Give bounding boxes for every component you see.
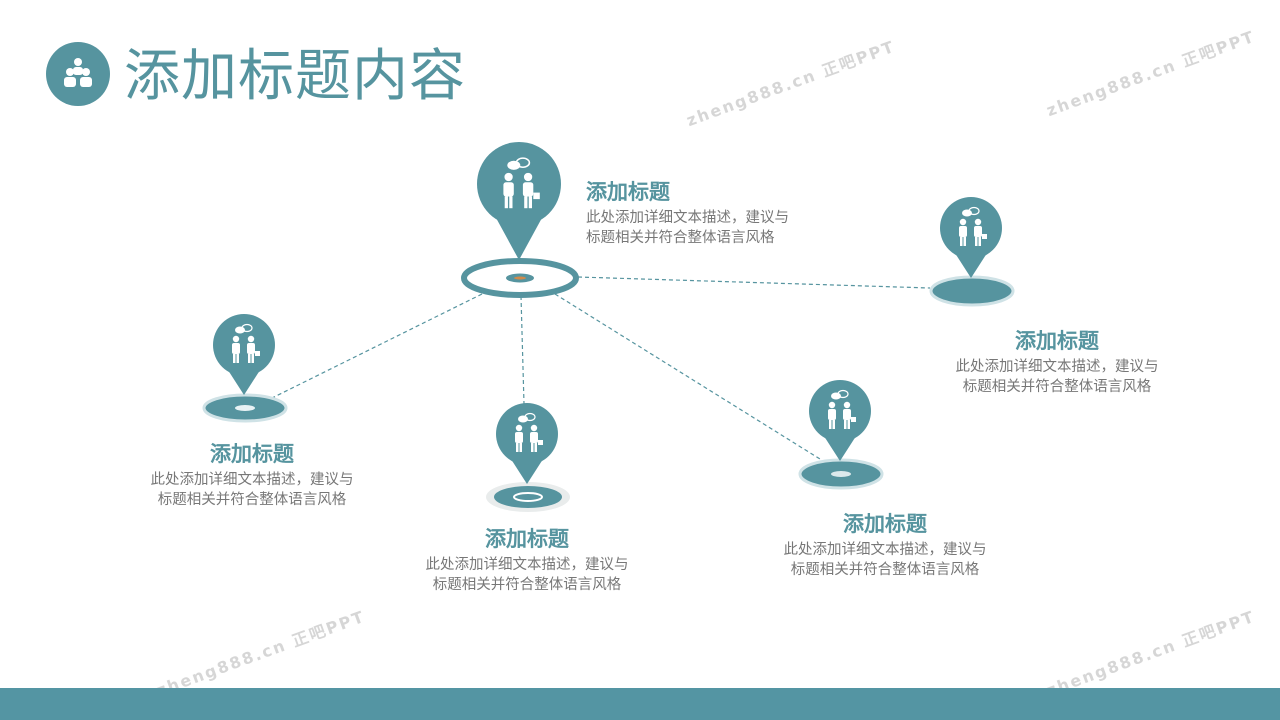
pin-bottom-middle [486, 403, 570, 512]
item-desc-line1: 此处添加详细文本描述，建议与 [955, 359, 1159, 375]
item-title: 添加标题 [1015, 328, 1099, 353]
pin-right [929, 197, 1015, 307]
text-block-bottom-middle: 添加标题 此处添加详细文本描述，建议与 标题相关并符合整体语言风格 [426, 525, 629, 595]
text-block-bottom-right: 添加标题 此处添加详细文本描述，建议与 标题相关并符合整体语言风格 [784, 510, 987, 580]
item-desc-line1: 此处添加详细文本描述，建议与 [783, 542, 987, 558]
item-desc-line2: 标题相关并符合整体语言风格 [790, 562, 980, 578]
footer-bar [0, 688, 1280, 720]
item-desc-line1: 此处添加详细文本描述，建议与 [586, 210, 789, 226]
item-desc-line1: 此处添加详细文本描述，建议与 [425, 557, 629, 573]
pin-left [202, 314, 288, 423]
connector-lines [267, 276, 931, 465]
item-title: 添加标题 [843, 511, 927, 536]
item-desc-line2: 标题相关并符合整体语言风格 [586, 230, 775, 246]
text-block-right: 添加标题 此处添加详细文本描述，建议与 标题相关并符合整体语言风格 [956, 327, 1159, 397]
item-title: 添加标题 [485, 526, 569, 551]
text-block-main: 添加标题 此处添加详细文本描述，建议与 标题相关并符合整体语言风格 [586, 178, 789, 248]
item-desc-line2: 标题相关并符合整体语言风格 [432, 577, 622, 593]
main-pin [461, 142, 579, 298]
page-title: 添加标题内容 [124, 44, 466, 109]
item-title: 添加标题 [586, 179, 670, 204]
item-title: 添加标题 [210, 441, 294, 466]
item-desc-line2: 标题相关并符合整体语言风格 [962, 379, 1152, 395]
item-desc-line2: 标题相关并符合整体语言风格 [157, 492, 347, 508]
item-desc-line1: 此处添加详细文本描述，建议与 [150, 472, 354, 488]
header-team-icon [46, 42, 110, 106]
pin-bottom-right [798, 380, 884, 490]
text-block-left: 添加标题 此处添加详细文本描述，建议与 标题相关并符合整体语言风格 [151, 440, 354, 510]
